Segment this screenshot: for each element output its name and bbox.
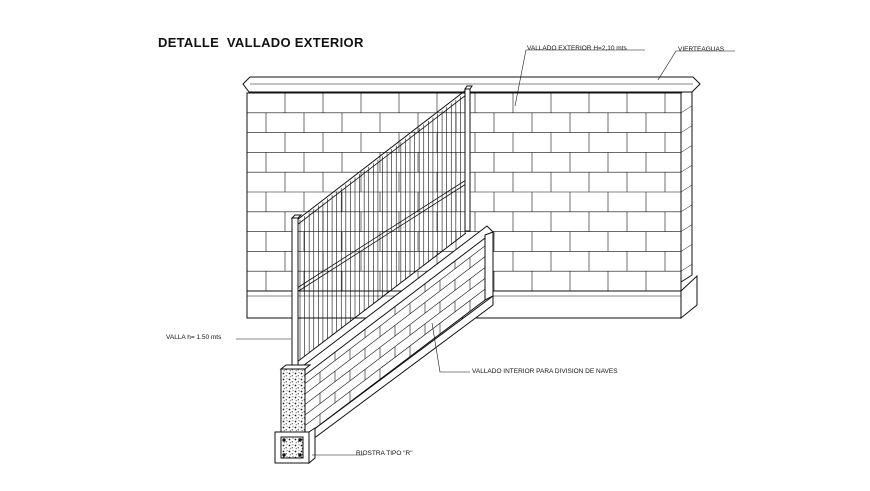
label-vallado-exterior: VALLADO EXTERIOR H=2,10 mts	[527, 45, 627, 52]
fence-mesh	[296, 89, 467, 363]
label-riostra: RIOSTRA TIPO "R"	[356, 450, 413, 457]
interior-wall	[298, 225, 494, 446]
label-valla: VALLA h= 1.50 mts	[166, 334, 222, 341]
vierteaguas-coping	[242, 76, 701, 93]
fence-posts	[290, 85, 473, 371]
leader-lines	[236, 49, 735, 456]
exterior-wall	[246, 85, 698, 320]
column	[274, 364, 316, 465]
label-vallado-interior: VALLADO INTERIOR PARA DIVISION DE NAVES	[472, 368, 618, 375]
label-vierteaguas: VIERTEAGUAS	[678, 46, 725, 53]
drawing-title: DETALLE VALLADO EXTERIOR	[158, 35, 364, 50]
